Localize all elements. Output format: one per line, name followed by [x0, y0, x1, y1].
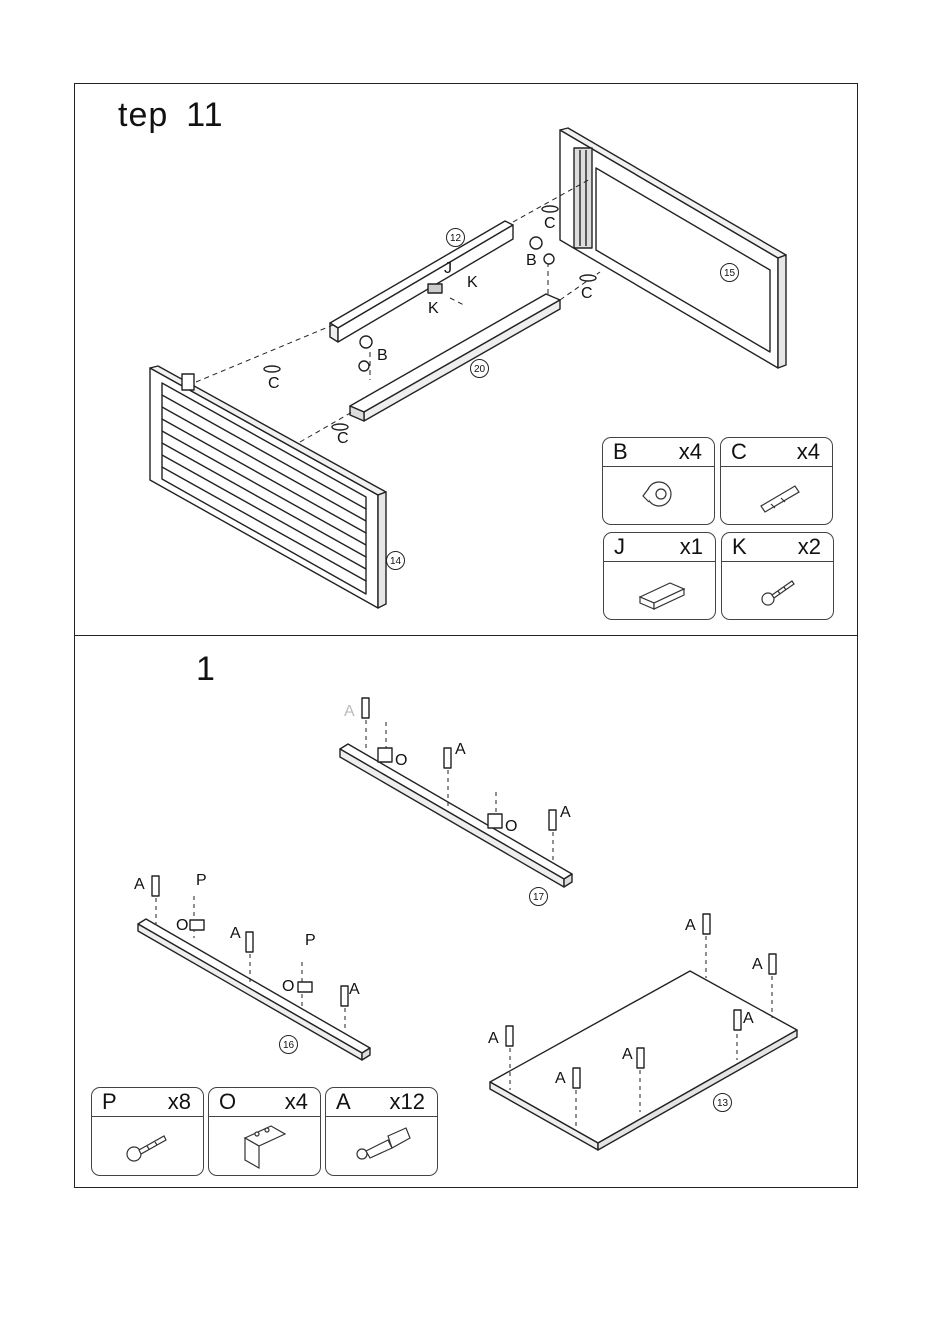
part-number-14: 14	[386, 551, 405, 570]
bracket-icon	[604, 561, 717, 619]
rail-12	[330, 221, 513, 342]
cam-bolt-icon	[326, 1116, 439, 1175]
label-a: A	[555, 1070, 566, 1088]
part-code: P	[102, 1088, 117, 1116]
part-code: O	[219, 1088, 236, 1116]
rail-17	[340, 744, 572, 887]
part-qty: x8	[168, 1088, 191, 1116]
label-b: B	[526, 252, 537, 270]
dowel-icon	[721, 466, 834, 524]
part-qty: x12	[390, 1088, 425, 1116]
label-c: C	[544, 215, 556, 233]
part-number-12: 12	[446, 228, 465, 247]
label-c: C	[268, 375, 280, 393]
label-a: A	[752, 956, 763, 974]
label-o: O	[176, 917, 188, 935]
part-qty: x4	[285, 1088, 308, 1116]
label-a: A	[622, 1046, 633, 1064]
label-c: C	[337, 430, 349, 448]
part-number-15: 15	[720, 263, 739, 282]
panel-14	[150, 366, 386, 608]
cam-lock-icon	[603, 466, 716, 524]
label-p: P	[305, 932, 316, 950]
part-number-13: 13	[713, 1093, 732, 1112]
label-a: A	[455, 741, 466, 759]
part-qty: x4	[797, 438, 820, 466]
part-code: K	[732, 533, 747, 561]
label-o: O	[282, 978, 294, 996]
label-c: C	[581, 285, 593, 303]
panel-15	[560, 128, 786, 368]
label-b: B	[377, 347, 388, 365]
part-number-20: 20	[470, 359, 489, 378]
label-a: A	[230, 925, 241, 943]
label-a: A	[488, 1030, 499, 1048]
part-qty: x1	[680, 533, 703, 561]
part-qty: x4	[679, 438, 702, 466]
label-a: A	[134, 876, 145, 894]
label-k: K	[467, 274, 478, 292]
part-code: A	[336, 1088, 351, 1116]
angle-bracket-icon	[209, 1116, 322, 1175]
part-code: B	[613, 438, 628, 466]
label-a: A	[560, 804, 571, 822]
label-a: A	[743, 1010, 754, 1028]
label-k: K	[428, 300, 439, 318]
label-o: O	[395, 752, 407, 770]
screw-icon	[92, 1116, 205, 1175]
label-j: J	[444, 260, 452, 278]
part-code: C	[731, 438, 747, 466]
screw-icon	[722, 561, 835, 619]
part-number-16: 16	[279, 1035, 298, 1054]
part-number-17: 17	[529, 887, 548, 906]
label-p: P	[196, 872, 207, 890]
rail-16	[138, 919, 370, 1060]
label-a: A	[685, 917, 696, 935]
label-a: A	[349, 981, 360, 999]
part-code: J	[614, 533, 625, 561]
part-qty: x2	[798, 533, 821, 561]
label-a: A	[344, 703, 355, 721]
label-o: O	[505, 818, 517, 836]
